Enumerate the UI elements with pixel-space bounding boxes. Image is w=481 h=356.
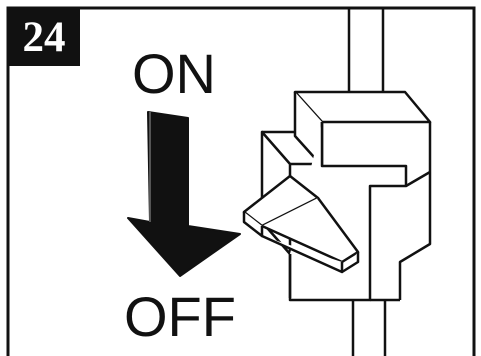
step-badge: 24 — [8, 8, 80, 66]
switch-lever — [242, 174, 360, 274]
down-arrow-icon — [127, 111, 241, 277]
off-label: OFF — [124, 285, 236, 348]
frame-border — [6, 6, 476, 356]
step-number: 24 — [23, 14, 66, 61]
step-badge-box — [8, 8, 80, 66]
on-label: ON — [132, 42, 216, 105]
cable-bottom — [351, 300, 387, 356]
